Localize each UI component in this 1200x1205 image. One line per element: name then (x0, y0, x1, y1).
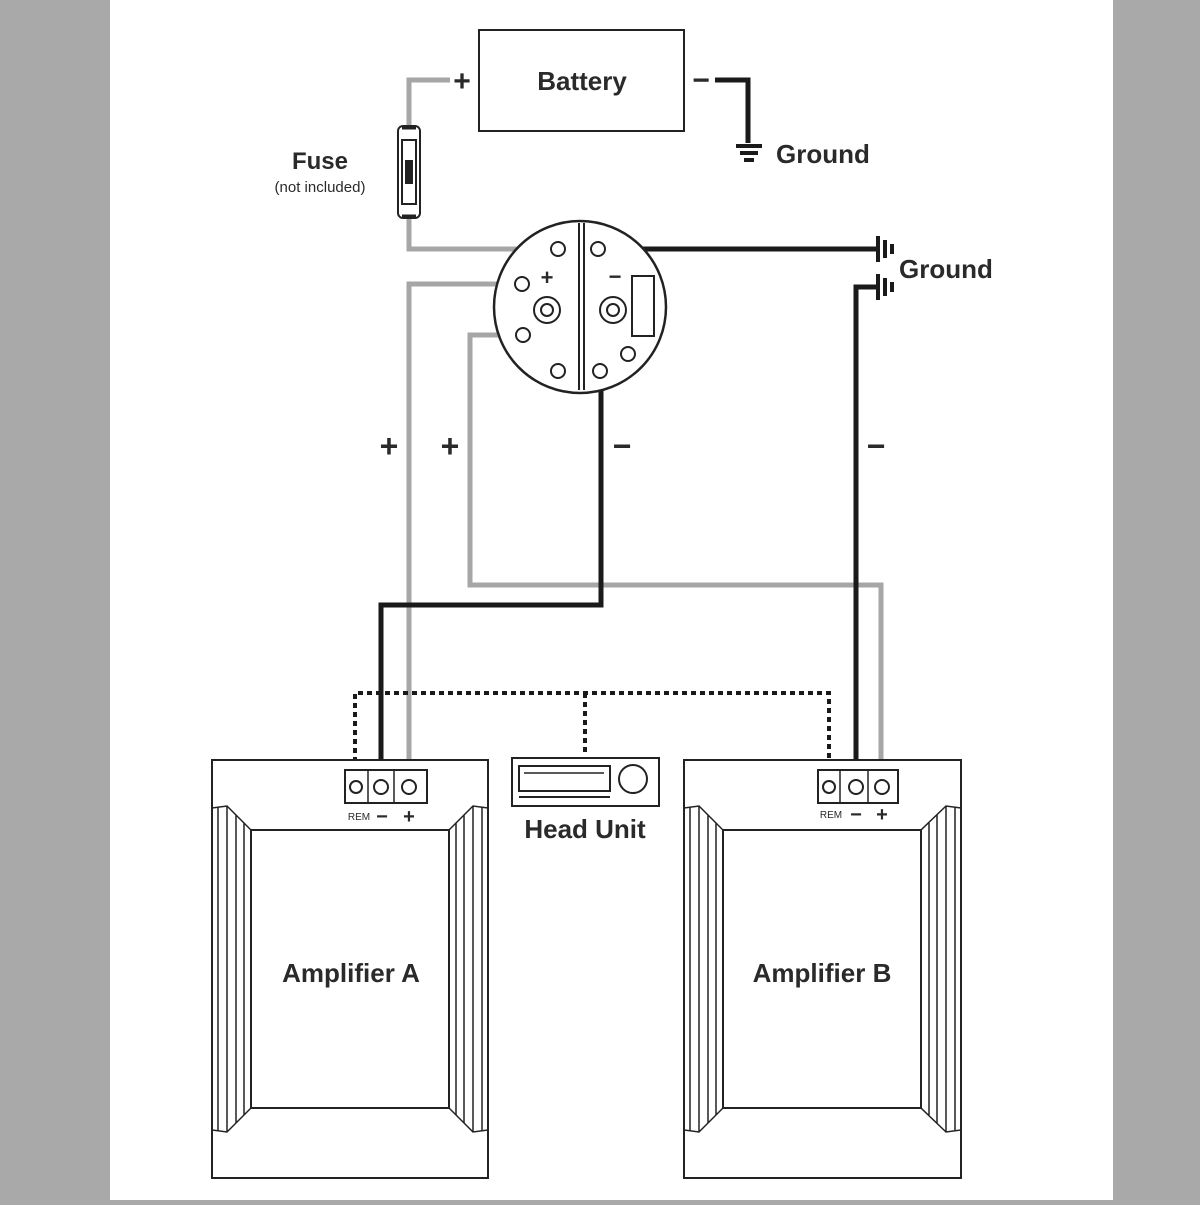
ground-right-icon (876, 236, 894, 300)
amp-a-label: Amplifier A (282, 958, 420, 988)
wire-sign-mid-plus: + (441, 428, 460, 464)
head-unit-icon (511, 757, 660, 807)
amp-a-minus-label: − (376, 806, 388, 828)
amp-b-positive-wire (467, 332, 884, 790)
amplifier-a (211, 759, 489, 1179)
fuse-icon (397, 125, 421, 219)
battery-plus-sign: + (453, 65, 471, 98)
block-plus-sign: + (541, 265, 554, 290)
remote-wire (353, 691, 831, 780)
battery-minus-sign: − (692, 64, 710, 97)
amp-a-positive-wire (406, 281, 522, 790)
amp-a-plus-label: + (403, 806, 415, 828)
amp-a-rem-label: REM (348, 812, 370, 823)
head-unit-label: Head Unit (524, 814, 646, 844)
battery-negative-wire (715, 77, 751, 143)
ground-right-label: Ground (899, 254, 993, 284)
amplifier-b (683, 759, 962, 1179)
wire-sign-right-minus: − (867, 428, 886, 464)
ground-top-label: Ground (776, 139, 870, 169)
battery-positive-wire (406, 77, 450, 128)
battery-label: Battery (537, 66, 627, 96)
fuse-note: (not included) (275, 179, 366, 196)
amp-b-label: Amplifier B (753, 958, 892, 988)
amp-b-minus-label: − (850, 804, 862, 826)
fuse-label: Fuse (292, 148, 348, 175)
distribution-block (492, 219, 668, 395)
amp-b-rem-label: REM (820, 810, 842, 821)
amp-b-negative-wire (853, 284, 878, 790)
wire-sign-left-plus: + (380, 428, 399, 464)
ground-icon (736, 144, 762, 162)
block-minus-sign: − (609, 264, 622, 289)
amp-b-plus-label: + (876, 804, 888, 826)
battery-box (478, 29, 685, 132)
wire-sign-mid-minus: − (613, 428, 632, 464)
fuse-to-block-wire (406, 214, 558, 252)
